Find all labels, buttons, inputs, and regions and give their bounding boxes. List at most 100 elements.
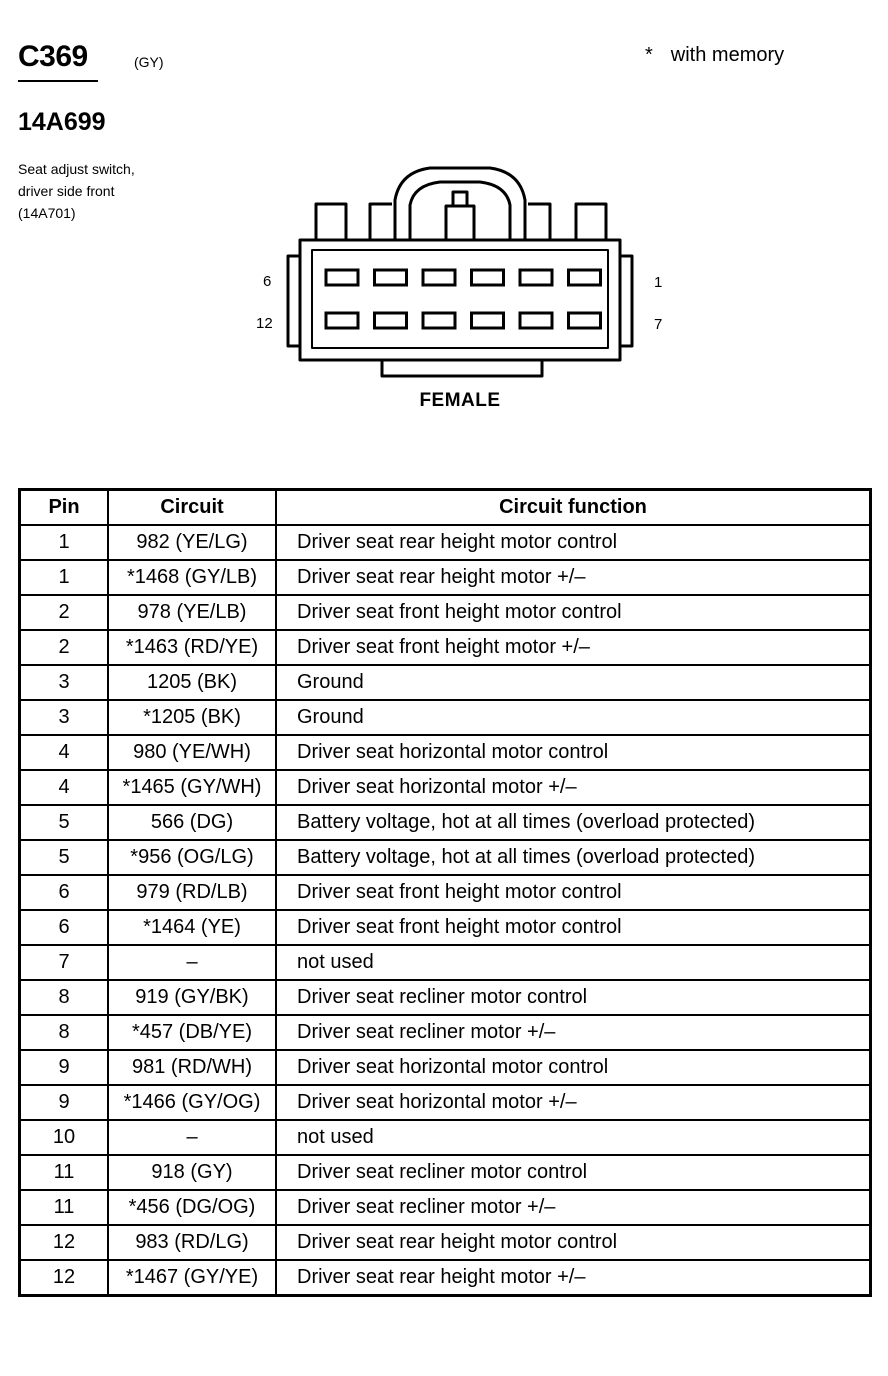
function-cell: Driver seat front height motor control bbox=[275, 909, 872, 946]
pin-cell: 8 bbox=[18, 1014, 109, 1051]
circuit-cell: *1463 (RD/YE) bbox=[107, 629, 277, 666]
connector-body bbox=[298, 238, 622, 362]
function-cell: Driver seat recliner motor control bbox=[275, 1154, 872, 1191]
pin-cell: 6 bbox=[18, 909, 109, 946]
table-row: 7–not used bbox=[18, 944, 872, 981]
circuit-cell: – bbox=[107, 944, 277, 981]
pin-cell: 5 bbox=[18, 804, 109, 841]
pin-cavity bbox=[518, 311, 554, 330]
description-line: (14A701) bbox=[18, 205, 76, 221]
function-cell: Driver seat front height motor +/– bbox=[275, 629, 872, 666]
circuit-cell: 979 (RD/LB) bbox=[107, 874, 277, 911]
table-row: 3*1205 (BK)Ground bbox=[18, 699, 872, 736]
function-cell: Driver seat rear height motor +/– bbox=[275, 559, 872, 596]
memory-note-text: with memory bbox=[670, 44, 785, 66]
function-cell: Driver seat front height motor control bbox=[275, 594, 872, 631]
table-row: 5*956 (OG/LG)Battery voltage, hot at all… bbox=[18, 839, 872, 876]
pin-cell: 9 bbox=[18, 1049, 109, 1086]
connector-lock-window bbox=[451, 190, 469, 208]
pin-cavity bbox=[373, 311, 408, 330]
pin-cavity bbox=[567, 268, 602, 287]
connector-latch bbox=[393, 166, 527, 240]
description-line: Seat adjust switch, bbox=[18, 161, 135, 177]
pin-cell: 1 bbox=[18, 524, 109, 561]
connector-ear-right bbox=[620, 254, 634, 348]
pin-cavity bbox=[324, 268, 360, 287]
memory-note: * with memory bbox=[645, 44, 784, 67]
pin-cell: 10 bbox=[18, 1119, 109, 1156]
function-cell: Driver seat front height motor control bbox=[275, 874, 872, 911]
pin-cell: 12 bbox=[18, 1224, 109, 1261]
circuit-cell: *1467 (GY/YE) bbox=[107, 1259, 277, 1297]
circuit-cell: 919 (GY/BK) bbox=[107, 979, 277, 1016]
connector-lock-tab bbox=[444, 204, 476, 242]
pin-label-1: 1 bbox=[654, 274, 662, 291]
header-pin: Pin bbox=[18, 488, 109, 526]
connector-post-left bbox=[314, 202, 348, 240]
memory-star: * bbox=[645, 44, 653, 66]
connector-id-underline bbox=[18, 80, 98, 82]
function-cell: Driver seat rear height motor control bbox=[275, 524, 872, 561]
pin-cell: 11 bbox=[18, 1154, 109, 1191]
table-row: 11*456 (DG/OG)Driver seat recliner motor… bbox=[18, 1189, 872, 1226]
pin-cell: 12 bbox=[18, 1259, 109, 1297]
table-row: 4*1465 (GY/WH)Driver seat horizontal mot… bbox=[18, 769, 872, 806]
circuit-cell: *1205 (BK) bbox=[107, 699, 277, 736]
table-row: 8*457 (DB/YE)Driver seat recliner motor … bbox=[18, 1014, 872, 1051]
function-cell: not used bbox=[275, 1119, 872, 1156]
function-cell: Driver seat recliner motor +/– bbox=[275, 1189, 872, 1226]
pin-cell: 2 bbox=[18, 629, 109, 666]
pin-cell: 3 bbox=[18, 699, 109, 736]
pin-cell: 6 bbox=[18, 874, 109, 911]
part-number: 14A699 bbox=[18, 108, 106, 136]
circuit-cell: 1205 (BK) bbox=[107, 664, 277, 701]
function-cell: Ground bbox=[275, 699, 872, 736]
circuit-cell: 980 (YE/WH) bbox=[107, 734, 277, 771]
function-cell: not used bbox=[275, 944, 872, 981]
table-row: 1*1468 (GY/LB)Driver seat rear height mo… bbox=[18, 559, 872, 596]
circuit-cell: 978 (YE/LB) bbox=[107, 594, 277, 631]
connector-diagram: 6 12 1 7 bbox=[256, 166, 662, 378]
pin-cell: 3 bbox=[18, 664, 109, 701]
pin-cell: 5 bbox=[18, 839, 109, 876]
function-cell: Driver seat horizontal motor control bbox=[275, 1049, 872, 1086]
function-cell: Ground bbox=[275, 664, 872, 701]
circuit-cell: *457 (DB/YE) bbox=[107, 1014, 277, 1051]
table-row: 9*1466 (GY/OG)Driver seat horizontal mot… bbox=[18, 1084, 872, 1121]
connector-post-right bbox=[574, 202, 608, 240]
function-cell: Battery voltage, hot at all times (overl… bbox=[275, 839, 872, 876]
pin-cell: 9 bbox=[18, 1084, 109, 1121]
pin-cavity bbox=[567, 311, 602, 330]
connector-latch-inner bbox=[408, 180, 512, 240]
pin-label-12: 12 bbox=[256, 315, 273, 332]
circuit-cell: *1466 (GY/OG) bbox=[107, 1084, 277, 1121]
pin-cavity bbox=[421, 268, 457, 287]
header-circuit: Circuit bbox=[107, 488, 277, 526]
circuit-cell: 982 (YE/LG) bbox=[107, 524, 277, 561]
connector-id: C369 bbox=[18, 40, 88, 73]
circuit-cell: 566 (DG) bbox=[107, 804, 277, 841]
pin-cell: 1 bbox=[18, 559, 109, 596]
table-row: 2*1463 (RD/YE)Driver seat front height m… bbox=[18, 629, 872, 666]
connector-post-left-inner bbox=[368, 202, 392, 240]
circuit-cell: *1468 (GY/LB) bbox=[107, 559, 277, 596]
function-cell: Driver seat rear height motor +/– bbox=[275, 1259, 872, 1297]
function-cell: Driver seat horizontal motor +/– bbox=[275, 769, 872, 806]
header-function: Circuit function bbox=[275, 488, 872, 526]
circuit-cell: – bbox=[107, 1119, 277, 1156]
circuit-cell: *456 (DG/OG) bbox=[107, 1189, 277, 1226]
pin-cell: 11 bbox=[18, 1189, 109, 1226]
pin-cell: 4 bbox=[18, 769, 109, 806]
description-line: driver side front bbox=[18, 183, 115, 199]
circuit-cell: 981 (RD/WH) bbox=[107, 1049, 277, 1086]
circuit-cell: *1464 (YE) bbox=[107, 909, 277, 946]
function-cell: Driver seat rear height motor control bbox=[275, 1224, 872, 1261]
connector-post-right-inner bbox=[528, 202, 552, 240]
pin-cell: 7 bbox=[18, 944, 109, 981]
table-row: 12*1467 (GY/YE)Driver seat rear height m… bbox=[18, 1259, 872, 1297]
circuit-cell: *1465 (GY/WH) bbox=[107, 769, 277, 806]
pin-label-6: 6 bbox=[263, 273, 271, 290]
